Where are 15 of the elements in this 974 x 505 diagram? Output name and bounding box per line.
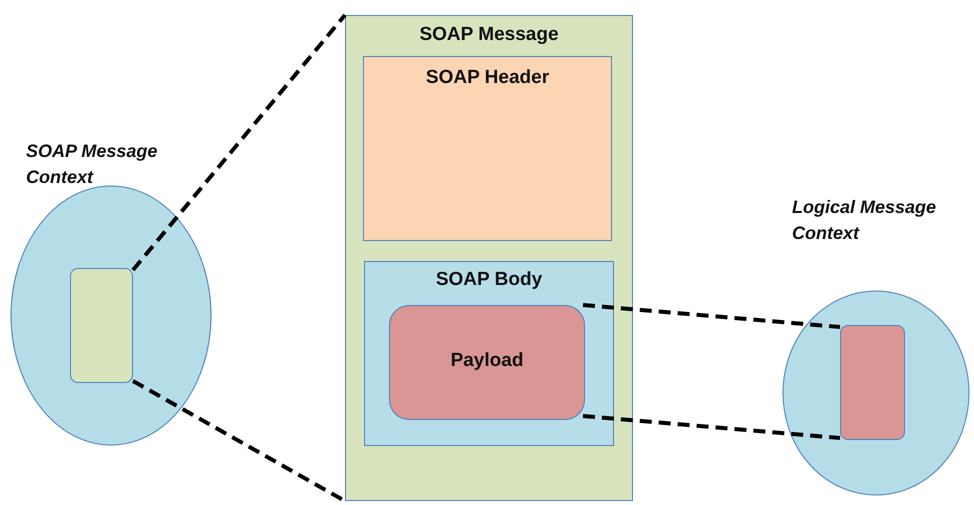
payload-box: [389, 305, 585, 420]
header-box: [363, 56, 612, 241]
body-box: [364, 261, 614, 446]
box-title: SOAP Message: [418, 24, 560, 46]
context-label: Logical Message Context: [792, 196, 938, 245]
box-shape: [840, 325, 905, 440]
dashed-line: [582, 303, 840, 329]
box-title: Payload: [450, 350, 524, 372]
context-label: SOAP Message Context: [26, 140, 158, 189]
box-title: SOAP Header: [424, 67, 550, 89]
dashed-line: [582, 414, 840, 440]
box-title: SOAP Body: [434, 269, 544, 291]
dashed-line: [131, 14, 347, 272]
message-box: [345, 15, 633, 501]
box-shape: [70, 268, 133, 383]
